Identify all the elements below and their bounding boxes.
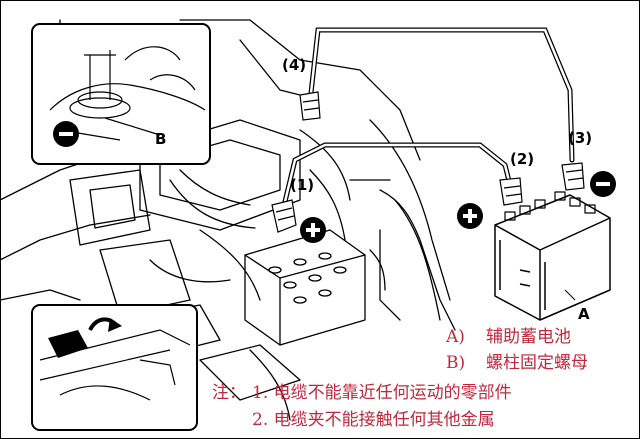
step-label-1: (1) — [290, 176, 314, 194]
legend-key-b: B) — [446, 353, 465, 373]
clamp-3 — [561, 162, 585, 191]
legend-key-a: A) — [445, 327, 465, 347]
callout-b: B — [155, 130, 166, 148]
step-label-3: (3) — [568, 129, 592, 147]
positive-symbol-vehicle — [300, 217, 326, 243]
positive-symbol-booster — [457, 203, 483, 229]
note-1: 1. 电缆不能靠近任何运动的零部件 — [252, 383, 512, 403]
note-2: 2. 电缆夹不能接触任何其他金属 — [252, 410, 495, 430]
callout-a: A — [578, 305, 590, 323]
clamp-1 — [271, 199, 297, 233]
notes-prefix: 注： — [212, 383, 246, 403]
jumper-cables — [280, 27, 575, 213]
step-label-4: (4) — [282, 56, 306, 74]
legend: A) 辅助蓄电池 B) 螺柱固定螺母 — [445, 327, 588, 373]
step-label-2: (2) — [510, 150, 534, 168]
legend-text-b: 螺柱固定螺母 — [486, 353, 588, 373]
clamp-4 — [299, 91, 321, 121]
negative-symbol-booster — [590, 171, 616, 197]
terminal-cover-flap — [48, 330, 88, 358]
inset-terminal-detail: B — [31, 23, 211, 165]
notes: 注： 1. 电缆不能靠近任何运动的零部件 2. 电缆夹不能接触任何其他金属 — [212, 383, 512, 430]
clamp-2 — [499, 177, 523, 206]
inset-terminal-cover — [31, 304, 198, 431]
booster-battery — [494, 191, 611, 321]
legend-text-a: 辅助蓄电池 — [486, 327, 571, 347]
